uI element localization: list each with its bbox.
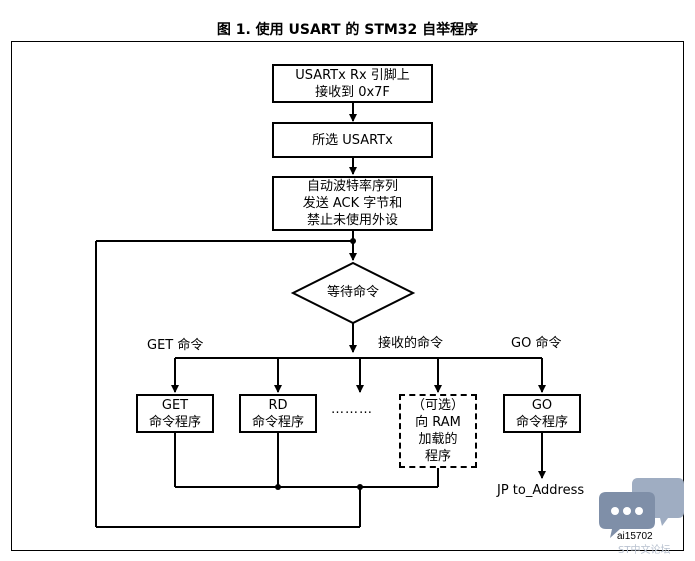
label-get-command: GET 命令: [147, 338, 204, 353]
handler-ram-line-2: 向 RAM: [415, 415, 461, 430]
step-select-usart: 所选 USARTx: [272, 122, 433, 158]
handler-ram-line-3: 加载的: [418, 432, 458, 447]
label-received-command: 接收的命令: [378, 336, 444, 351]
handler-rd: RD 命令程序: [239, 394, 317, 433]
handler-go-line-1: GO: [531, 397, 553, 413]
figure-code: ai15702: [617, 531, 653, 542]
handler-ram-line-4: 程序: [424, 449, 451, 464]
label-go-command: GO 命令: [511, 336, 562, 351]
junction-loop: [350, 238, 356, 244]
handler-go-line-2: 命令程序: [515, 414, 568, 430]
more-handlers-ellipsis: ………: [331, 402, 373, 417]
forum-watermark: ST中文论坛: [618, 545, 671, 556]
step-detect-0x7f: USARTx Rx 引脚上 接收到 0x7F: [272, 64, 433, 103]
step-init-line-2: 发送 ACK 字节和: [302, 196, 403, 211]
handler-get-line-1: GET: [161, 397, 189, 413]
step-detect-line-1: USARTx Rx 引脚上: [295, 67, 410, 83]
decision-label: 等待命令: [326, 285, 379, 300]
handler-rd-line-1: RD: [268, 397, 288, 413]
label-jump-to-address: JP to_Address: [497, 483, 585, 498]
handler-go: GO 命令程序: [503, 394, 581, 433]
step-init: 自动波特率序列 发送 ACK 字节和 禁止未使用外设: [272, 176, 433, 231]
forum-logo-icon: [599, 478, 684, 538]
handler-get-line-2: 命令程序: [148, 414, 201, 430]
figure-title: 图 1. 使用 USART 的 STM32 自举程序: [216, 22, 479, 38]
step-init-line-3: 禁止未使用外设: [306, 213, 398, 228]
junction-return: [357, 484, 363, 490]
step-select-line-1: 所选 USARTx: [312, 132, 393, 148]
junction-rd: [275, 484, 281, 490]
step-init-line-1: 自动波特率序列: [306, 179, 398, 194]
step-detect-line-2: 接收到 0x7F: [315, 84, 390, 100]
handler-ram-line-1: （可选）: [411, 398, 464, 413]
handler-get: GET 命令程序: [136, 394, 214, 433]
diagram-frame: [11, 41, 684, 551]
handler-rd-line-2: 命令程序: [251, 414, 304, 430]
handler-ram-load: （可选） 向 RAM 加载的 程序: [399, 394, 477, 468]
